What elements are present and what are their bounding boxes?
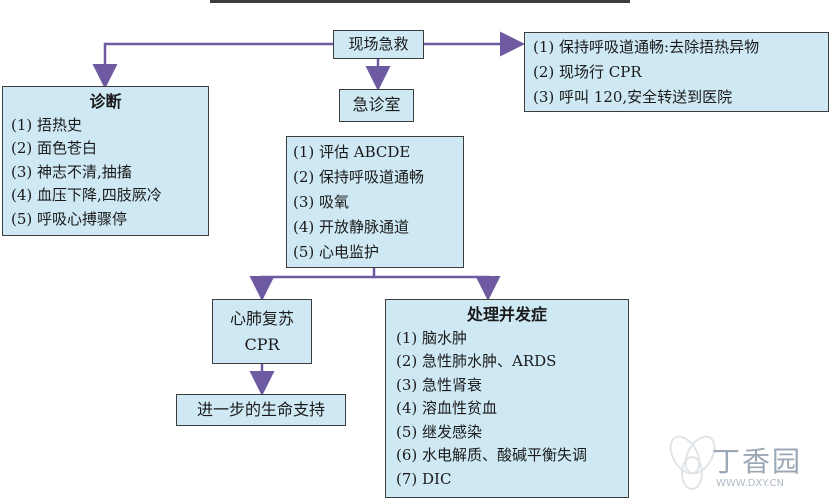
arrow-er-to-complications [374, 275, 501, 301]
er-item-1: (1) 评估 ABCDE [293, 143, 411, 161]
watermark-sub: WWW.DXY.CN [716, 478, 784, 489]
diagnosis-box: 诊断 (1) 捂热史 (2) 面色苍白 (3) 神志不清,抽搐 (4) 血压下降… [2, 86, 209, 236]
er-label: 急诊室 [352, 95, 401, 114]
top-rule [210, 0, 630, 3]
diagnosis-item-5: (5) 呼吸心搏骤停 [11, 209, 128, 228]
arrow-er-to-cpr [249, 268, 376, 301]
complication-item-5: (5) 继发感染 [396, 422, 483, 441]
diagnosis-item-1: (1) 捂热史 [11, 115, 83, 134]
scene-action-2: (2) 现场行 CPR [533, 63, 642, 81]
complication-item-1: (1) 脑水肿 [396, 328, 468, 347]
er-item-3: (3) 吸氧 [293, 193, 350, 211]
watermark-text: 丁香园 [712, 445, 803, 478]
complication-item-4: (4) 溶血性贫血 [396, 399, 498, 417]
cpr-line-1: 心肺复苏 [229, 309, 294, 328]
er-item-4: (4) 开放静脉通道 [293, 218, 410, 236]
arrow-scene-to-diagnosis [92, 42, 333, 89]
scene-actions-box: (1) 保持呼吸道通畅:去除捂热异物 (2) 现场行 CPR (3) 呼叫 12… [524, 32, 829, 112]
complication-item-2: (2) 急性肺水肿、ARDS [396, 352, 557, 370]
life-support-label: 进一步的生命支持 [196, 400, 325, 419]
er-actions-box: (1) 评估 ABCDE (2) 保持呼吸道通畅 (3) 吸氧 (4) 开放静脉… [286, 136, 464, 268]
complications-box: 处理并发症 (1) 脑水肿 (2) 急性肺水肿、ARDS (3) 急性肾衰 (4… [385, 299, 629, 498]
diagnosis-title: 诊断 [89, 92, 122, 111]
watermark-logo-icon [669, 435, 716, 490]
life-support-box: 进一步的生命支持 [176, 394, 346, 426]
er-item-2: (2) 保持呼吸道通畅 [293, 168, 425, 186]
er-box: 急诊室 [339, 89, 414, 122]
diagnosis-item-3: (3) 神志不清,抽搐 [11, 162, 132, 181]
diagnosis-item-4: (4) 血压下降,四肢厥冷 [11, 186, 162, 204]
scene-action-3: (3) 呼叫 120,安全转送到医院 [533, 88, 733, 106]
complication-item-3: (3) 急性肾衰 [396, 375, 483, 394]
scene-action-1: (1) 保持呼吸道通畅:去除捂热异物 [533, 38, 760, 56]
complications-title: 处理并发症 [466, 305, 547, 324]
er-item-5: (5) 心电监护 [293, 243, 380, 261]
complication-item-7: (7) DIC [396, 469, 452, 488]
complication-item-6: (6) 水电解质、酸碱平衡失调 [396, 446, 588, 464]
cpr-line-2: CPR [244, 335, 280, 354]
diagnosis-item-2: (2) 面色苍白 [11, 139, 98, 157]
scene-label: 现场急救 [348, 35, 409, 53]
cpr-box: 心肺复苏 CPR [212, 299, 312, 364]
scene-box: 现场急救 [333, 30, 424, 59]
